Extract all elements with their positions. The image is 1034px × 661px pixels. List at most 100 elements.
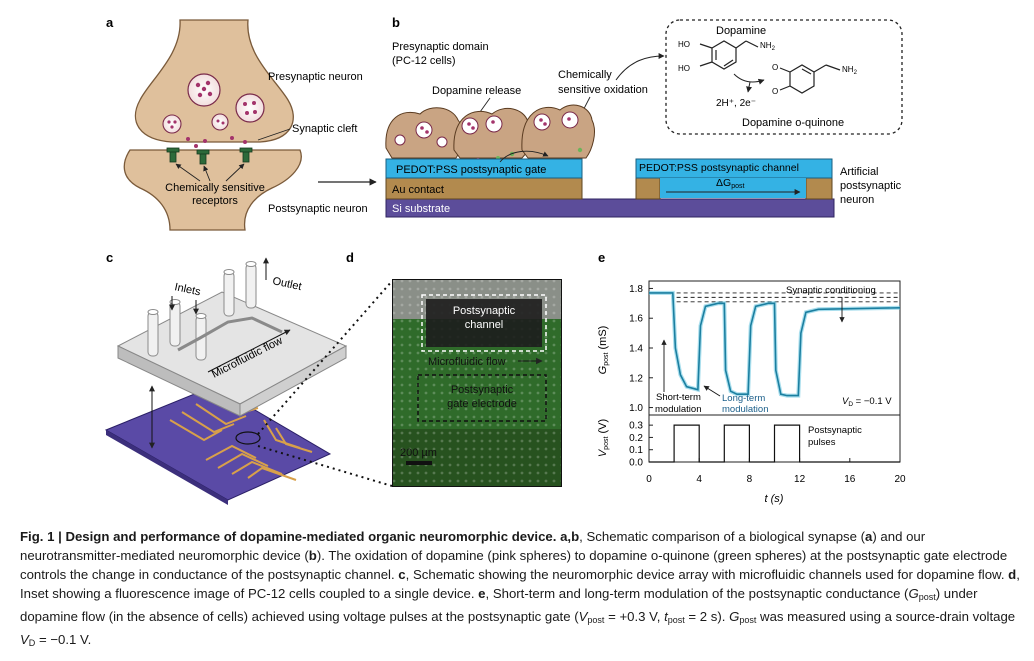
synaptic-cleft-label: Synaptic cleft: [292, 123, 357, 135]
y-tick-label: 0.1: [629, 445, 643, 456]
conductance-series: [649, 292, 901, 397]
released-dopamine: [186, 136, 247, 148]
pc12-cell: [453, 107, 532, 159]
caption-text: ) under dopamine flow (in the absence of…: [20, 586, 978, 624]
receptors-label-2: receptors: [192, 195, 238, 207]
caption-ref-d: d: [1008, 567, 1017, 582]
caption-ref-c: c: [398, 567, 406, 582]
caption-symbol: G: [729, 609, 740, 624]
au-contact-right: [805, 177, 833, 200]
y-ticks-top: 1.01.21.41.61.8: [629, 284, 653, 414]
au-contact-label: Au contact: [392, 184, 444, 196]
caption-text: , Inset showing a fluorescence image of …: [20, 567, 1020, 601]
gate-region: [417, 374, 547, 422]
caption-text: , Schematic comparison of a biological s…: [579, 529, 866, 544]
flow-label: Microfluidic flow: [428, 356, 506, 368]
caption-text: = −0.1 V.: [35, 632, 92, 647]
caption-symbol: G: [908, 586, 919, 601]
pulses-label-1: Postsynaptic: [808, 425, 862, 436]
dopamine-label: Dopamine: [716, 25, 766, 37]
device-array: Inlets Outlet Microfluidic flow: [104, 257, 393, 505]
postsynaptic-terminal: [123, 149, 302, 231]
x-tick-label: 4: [696, 474, 702, 485]
y-tick-label: 0.2: [629, 433, 643, 444]
caption-ref-ab: a,b: [560, 529, 580, 544]
sensitive-oxidation-label: sensitive oxidation: [558, 84, 648, 96]
panel-label-b: b: [392, 15, 400, 30]
caption-text: = 2 s).: [684, 609, 730, 624]
outlet-label: Outlet: [271, 275, 302, 293]
y-axis-label-top: Gpost (mS): [597, 326, 610, 375]
panel-label-e: e: [598, 250, 605, 265]
figure-caption: Fig. 1 | Design and performance of dopam…: [20, 527, 1020, 653]
caption-subscript: post: [739, 615, 757, 625]
caption-text: ). The oxidation of dopamine (pink spher…: [20, 548, 1008, 582]
x-tick-label: 20: [894, 474, 906, 485]
artificial-label-1: Artificial: [840, 166, 879, 178]
dopamine-structure: [699, 40, 759, 70]
receptors-label-1: Chemically sensitive: [165, 182, 265, 194]
quinone-structure: [779, 64, 841, 94]
si-chip-edge: [106, 430, 228, 505]
channel-label: PEDOT:PSS postsynaptic channel: [639, 162, 799, 174]
pc12-cell: [521, 104, 595, 159]
x-tick-label: 0: [646, 474, 652, 485]
y-tick-label: 1.6: [629, 314, 643, 325]
caption-symbol: V: [578, 609, 588, 624]
chemically-sensitive-receptors: [166, 147, 253, 165]
y-tick-label: 0.0: [629, 458, 643, 469]
fluorescence-image: Postsynaptic channel Microfluidic flow P…: [391, 278, 563, 488]
channel-region: [421, 294, 547, 352]
dopamine-release-label: Dopamine release: [432, 85, 521, 97]
gate-label: PEDOT:PSS postsynaptic gate: [396, 164, 546, 176]
device-highlight: [235, 431, 261, 445]
long-term-arrow: [703, 385, 721, 397]
receptor-arrow: [175, 163, 201, 182]
synaptic-conditioning-label: Synaptic conditioning: [786, 285, 876, 296]
long-term-label-1: Long-term: [722, 393, 765, 404]
vesicle: [211, 113, 229, 131]
device-schematic: Presynaptic domain (PC-12 cells) Dopamin…: [385, 19, 903, 218]
vesicle: [162, 114, 182, 134]
conditioning-dashes: [676, 292, 900, 303]
ho-label: HO: [678, 64, 690, 73]
fluid-ports: [147, 261, 257, 361]
caption-text: , Short-term and long-term modulation of…: [485, 586, 909, 601]
vesicle: [235, 93, 265, 123]
caption-text: , Schematic showing the neuromorphic dev…: [405, 567, 1009, 582]
caption-text: ) and our neurotransmitter-mediated neur…: [20, 529, 926, 563]
caption-ref-a: a: [865, 529, 873, 544]
o-label: O: [772, 63, 778, 72]
y-axis-label-bottom: Vpost (V): [597, 419, 610, 457]
reaction-arrow: [733, 73, 765, 85]
postsynaptic-neuron-label: Postsynaptic neuron: [268, 203, 368, 215]
fluorescence-image-svg: Postsynaptic channel Microfluidic flow P…: [391, 278, 563, 488]
vesicle: [187, 73, 221, 107]
channel-label-2: channel: [465, 319, 504, 331]
si-substrate: [385, 198, 835, 218]
y-tick-label: 1.2: [629, 373, 643, 384]
inlets-label: Inlets: [173, 281, 202, 298]
channel-body: [660, 178, 806, 198]
pdms-side: [239, 345, 347, 417]
panel-label-c: c: [106, 250, 113, 265]
caption-symbol: t: [664, 609, 668, 624]
pulses-label-2: pulses: [808, 437, 836, 448]
ho-label: HO: [678, 40, 690, 49]
y-tick-label: 1.8: [629, 284, 643, 295]
reaction-arrow-branch: [746, 81, 753, 93]
oxidation-arrow: [615, 53, 665, 81]
panel-label-d: d: [346, 250, 354, 265]
gate-label-1: Postsynaptic: [451, 384, 514, 396]
chemically-label: Chemically: [558, 69, 612, 81]
reaction-box: [665, 19, 903, 135]
cleft-pointer: [257, 128, 291, 141]
x-tick-label: 8: [747, 474, 753, 485]
y-tick-label: 1.0: [629, 403, 643, 414]
artificial-label-3: neuron: [840, 194, 874, 206]
receptor-arrow: [203, 165, 211, 182]
gold-electrodes: [169, 397, 313, 481]
au-contact-left: [635, 177, 661, 200]
